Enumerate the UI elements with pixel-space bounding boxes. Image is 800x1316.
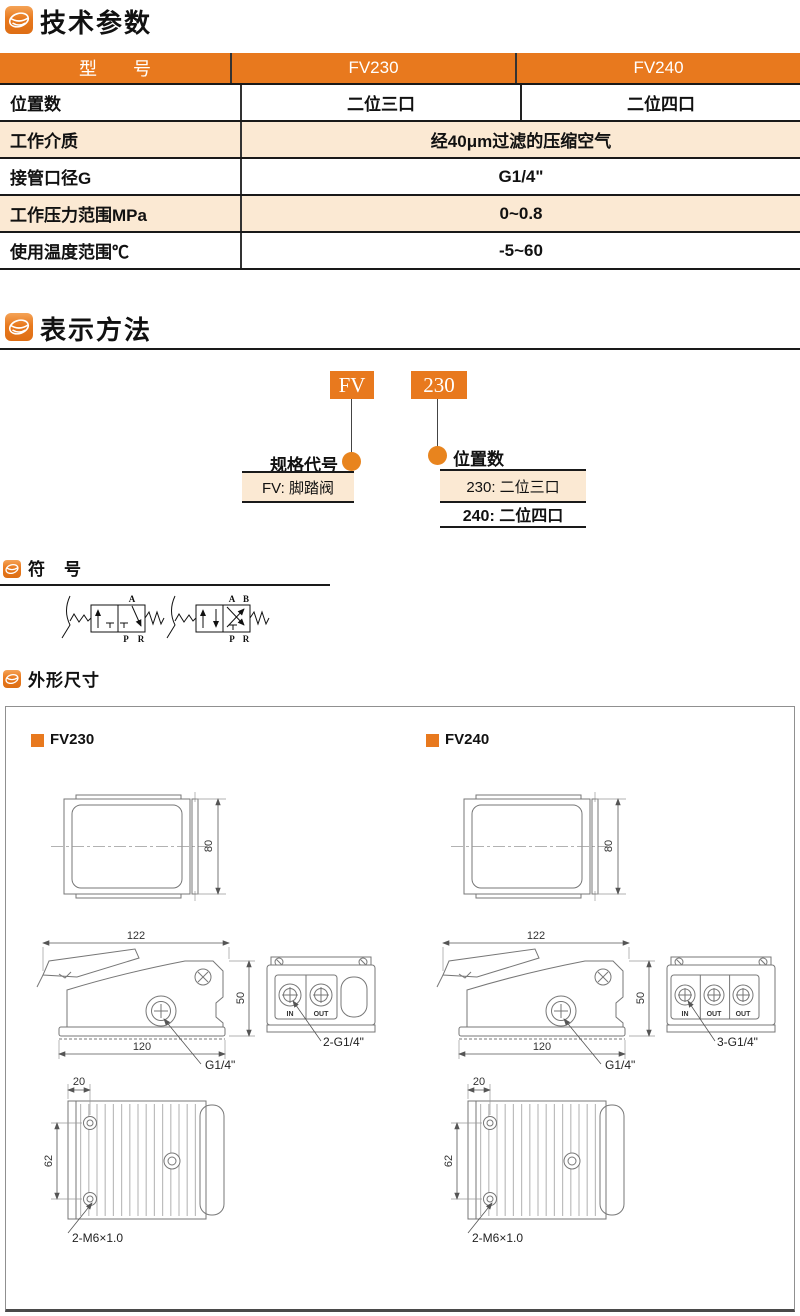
port-label: OUT [707, 1011, 723, 1018]
row-value: 0~0.8 [499, 203, 543, 223]
dim-offset: 20 [473, 1076, 485, 1088]
connector-line [437, 399, 438, 449]
dim-width: 122 [127, 930, 145, 942]
fv240-side-view-drawing: 122 50 120 G1/4" [436, 930, 655, 1072]
port-label: R [138, 634, 145, 644]
table-row: 工作介质 经40μm过滤的压缩空气 [0, 120, 800, 157]
port-callout: G1/4" [605, 1058, 635, 1072]
section-title-tech-params: 技术参数 [40, 8, 153, 38]
fv230-side-view-drawing: 122 50 120 G1/4" [36, 930, 255, 1072]
table-row: 工作压力范围MPa 0~0.8 [0, 194, 800, 231]
brand-logo-icon [3, 560, 21, 578]
model-name-fv230: FV230 [50, 731, 95, 748]
dimensions-panel: FV230 FV240 80 80 [5, 706, 795, 1312]
brand-logo-icon [3, 670, 21, 688]
spec-table: 型 号 FV230 FV240 位置数 二位三口 二位四口 工作介质 经40μm… [0, 53, 800, 270]
port-label: IN [682, 1011, 689, 1018]
dim-width: 122 [527, 930, 545, 942]
dim-base: 120 [133, 1041, 151, 1053]
model-name-fv240: FV240 [445, 731, 490, 748]
row-value-fv240: 二位四口 [627, 95, 695, 114]
brand-logo-icon [5, 6, 33, 34]
section-title-symbol: 符 号 [28, 560, 82, 579]
connector-line [351, 399, 352, 455]
col-header-fv230: FV230 [232, 53, 517, 83]
connector-dot [428, 446, 447, 465]
dim-depth: 50 [235, 992, 247, 1004]
dim-depth: 50 [635, 992, 647, 1004]
table-row: 接管口径G G1/4" [0, 157, 800, 194]
port-label: R [243, 634, 250, 644]
port-label: A [229, 594, 236, 604]
fv230-top-view-drawing: 20 62 2-M6×1.0 [43, 1076, 225, 1245]
dim-base: 120 [533, 1041, 551, 1053]
table-row: 使用温度范围℃ -5~60 [0, 231, 800, 268]
end-ports-callout: 2-G1/4" [323, 1035, 364, 1049]
dim-height: 80 [603, 840, 615, 852]
port-label: OUT [736, 1011, 752, 1018]
row-value: -5~60 [499, 240, 543, 260]
spec-code-label: 规格代号 [270, 456, 338, 475]
port-label: IN [287, 1011, 294, 1018]
section-divider [0, 348, 800, 350]
symbol-underline [0, 584, 330, 586]
port-label: P [229, 634, 235, 644]
fv240-front-view-drawing: 80 [451, 792, 626, 901]
fv230-end-view-drawing: IN OUT 2-G1/4" [266, 956, 376, 1049]
port-callout: G1/4" [205, 1058, 235, 1072]
end-ports-callout: 3-G1/4" [717, 1035, 758, 1049]
section-title-dimensions: 外形尺寸 [28, 671, 100, 690]
code-box-fv: FV [330, 371, 374, 399]
thread-callout: 2-M6×1.0 [72, 1231, 123, 1245]
col-header-fv240: FV240 [633, 58, 684, 77]
connector-dot [342, 452, 361, 471]
row-value-fv230: 二位三口 [242, 85, 522, 120]
fv230-front-view-drawing: 80 [51, 792, 226, 901]
fv240-end-view-drawing: IN OUT OUT 3-G1/4" [666, 956, 776, 1049]
code-box-230: 230 [411, 371, 467, 399]
model-bullet [31, 734, 44, 747]
model-bullet [426, 734, 439, 747]
row-value: 经40μm过滤的压缩空气 [430, 132, 612, 151]
position-option-230: 230: 二位三口 [440, 469, 586, 503]
port-label: P [123, 634, 129, 644]
row-value: G1/4" [498, 166, 544, 186]
position-count-label: 位置数 [453, 450, 504, 469]
port-label: OUT [314, 1011, 330, 1018]
row-label: 接管口径G [0, 159, 242, 194]
fv240-top-view-drawing: 20 62 2-M6×1.0 [443, 1076, 625, 1245]
row-label: 位置数 [0, 85, 242, 120]
row-label: 工作介质 [0, 122, 242, 157]
port-label: A [129, 594, 136, 604]
row-label: 使用温度范围℃ [0, 233, 242, 268]
spec-table-header-row: 型 号 FV230 FV240 [0, 53, 800, 83]
dim-height: 80 [203, 840, 215, 852]
dim-offset: 20 [73, 1076, 85, 1088]
col-header-model: 型 号 [0, 53, 232, 83]
dim-hole-span: 62 [443, 1155, 455, 1167]
position-option-240: 240: 二位四口 [440, 501, 586, 528]
spec-code-value: FV: 脚踏阀 [242, 471, 354, 503]
table-row: 位置数 二位三口 二位四口 [0, 83, 800, 120]
section-title-representation: 表示方法 [40, 315, 153, 345]
brand-logo-icon [5, 313, 33, 341]
port-label: B [243, 594, 249, 604]
row-label: 工作压力范围MPa [0, 196, 242, 231]
dim-hole-span: 62 [43, 1155, 55, 1167]
thread-callout: 2-M6×1.0 [472, 1231, 523, 1245]
valve-symbols-drawing: A P R A B P R [61, 594, 270, 644]
